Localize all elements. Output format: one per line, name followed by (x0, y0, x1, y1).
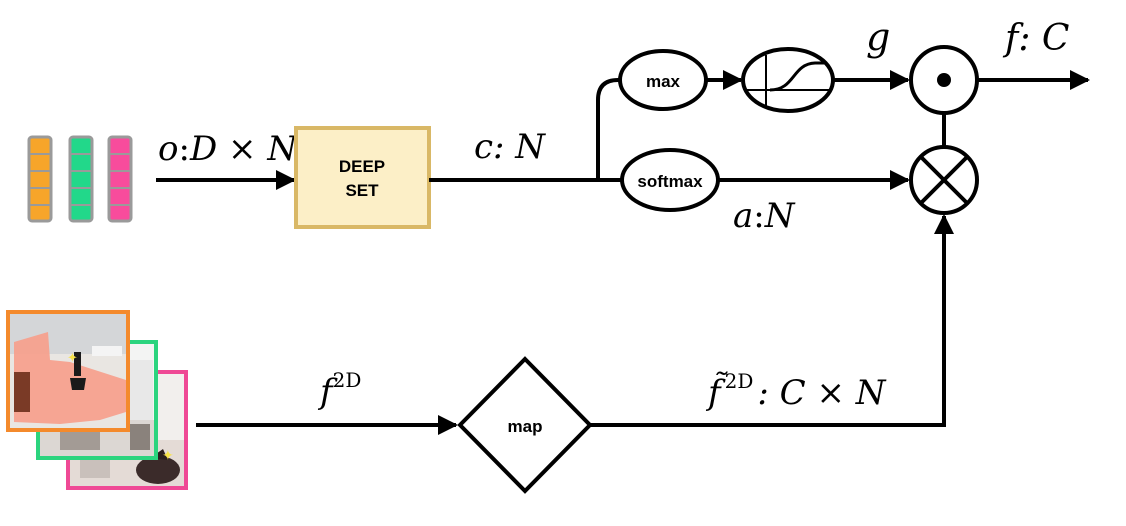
sigmoid-node (741, 47, 835, 113)
softmax-node: softmax (620, 148, 720, 212)
map-to-otimes-arrow (590, 214, 954, 427)
object-input-label: o:D × N (158, 129, 298, 169)
max-label: max (646, 72, 681, 91)
deepset-label-line1: DEEP (339, 157, 385, 176)
max-node: max (618, 49, 708, 111)
deepset-label-line2: SET (345, 181, 379, 200)
softmax-label: softmax (637, 172, 703, 191)
map-label: map (508, 417, 543, 436)
g-label: g (866, 15, 890, 59)
otimes-node (909, 145, 979, 215)
svg-text:✦: ✦ (162, 448, 174, 464)
image-input-label: f2D (317, 368, 361, 412)
ftilde-label: f̃2D: C × N (705, 369, 887, 413)
deepset-block: DEEP SET (294, 126, 431, 229)
sigmoid-curve-icon (769, 61, 826, 92)
object-column-green (68, 135, 94, 223)
branch-to-max-wire (596, 78, 624, 180)
dot-icon (937, 73, 951, 87)
svg-text:✦: ✦ (67, 351, 78, 366)
object-column-orange (27, 135, 53, 223)
map-node: map (457, 356, 593, 494)
c-label: c: N (474, 127, 546, 167)
dot-product-node (909, 45, 979, 115)
output-label: f: C (1002, 18, 1069, 59)
a-label: a:N (733, 196, 796, 236)
image-stack: ✦ ✦ (6, 310, 188, 490)
image-frame-orange: ✦ (6, 310, 130, 432)
object-column-pink (107, 135, 133, 223)
